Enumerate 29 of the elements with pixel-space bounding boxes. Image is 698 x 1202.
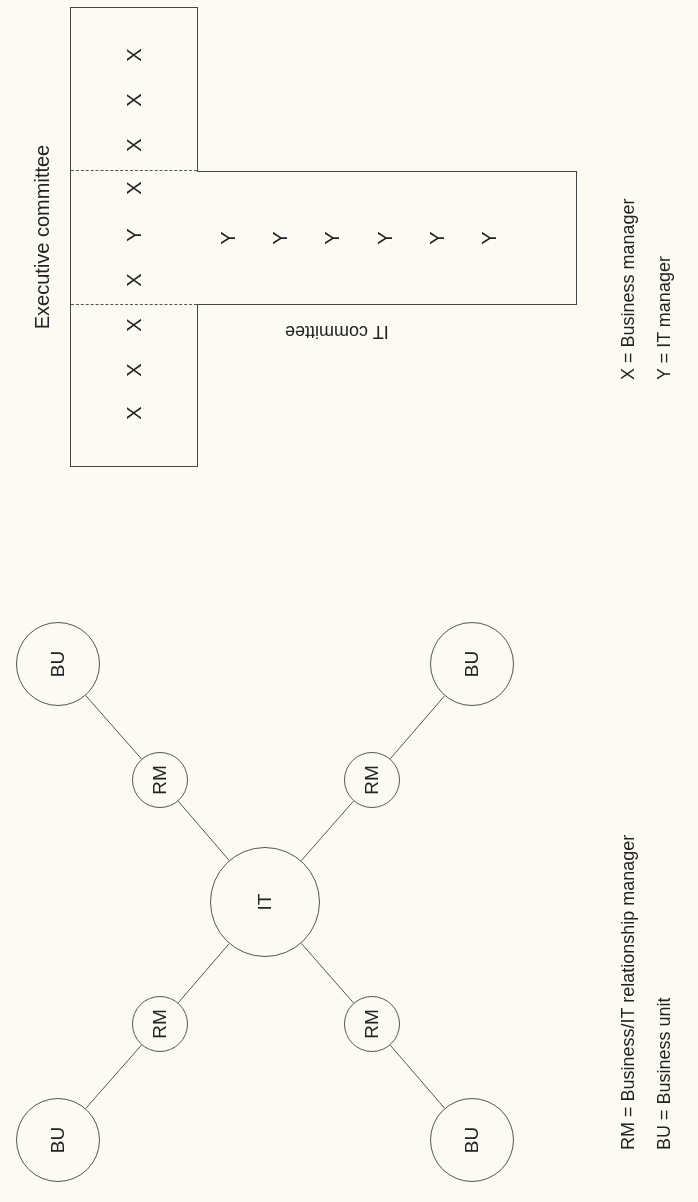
member-mark: Y — [122, 227, 146, 244]
member-mark: X — [122, 405, 146, 422]
member-mark: X — [122, 272, 146, 289]
member-mark: X — [122, 180, 146, 197]
member-mark: Y — [320, 230, 344, 247]
group-heading: Executive committee — [30, 143, 54, 332]
connector-line — [177, 943, 230, 1004]
member-mark: X — [122, 92, 146, 109]
member-mark: Y — [425, 230, 449, 247]
member-mark: X — [122, 47, 146, 64]
member-mark: Y — [216, 230, 240, 247]
member-mark: Y — [268, 230, 292, 247]
connector-line — [85, 1044, 142, 1109]
member-mark: X — [122, 137, 146, 154]
key-note: Y = IT manager — [655, 256, 673, 380]
member-mark: Y — [373, 230, 397, 247]
member-mark: X — [122, 317, 146, 334]
key-note: BU = Business unit — [655, 997, 673, 1150]
member-mark: Y — [477, 230, 501, 247]
key-note: RM = Business/IT relationship manager — [619, 834, 637, 1150]
connector-line — [389, 1044, 446, 1109]
key-note: X = Business manager — [619, 198, 637, 380]
member-mark: X — [122, 362, 146, 379]
connector-line — [389, 695, 446, 760]
connector-line — [300, 942, 355, 1004]
connector-line — [85, 695, 142, 760]
group-heading: IT committee — [285, 321, 389, 344]
connector-line — [300, 800, 355, 862]
connector-line — [177, 800, 230, 861]
